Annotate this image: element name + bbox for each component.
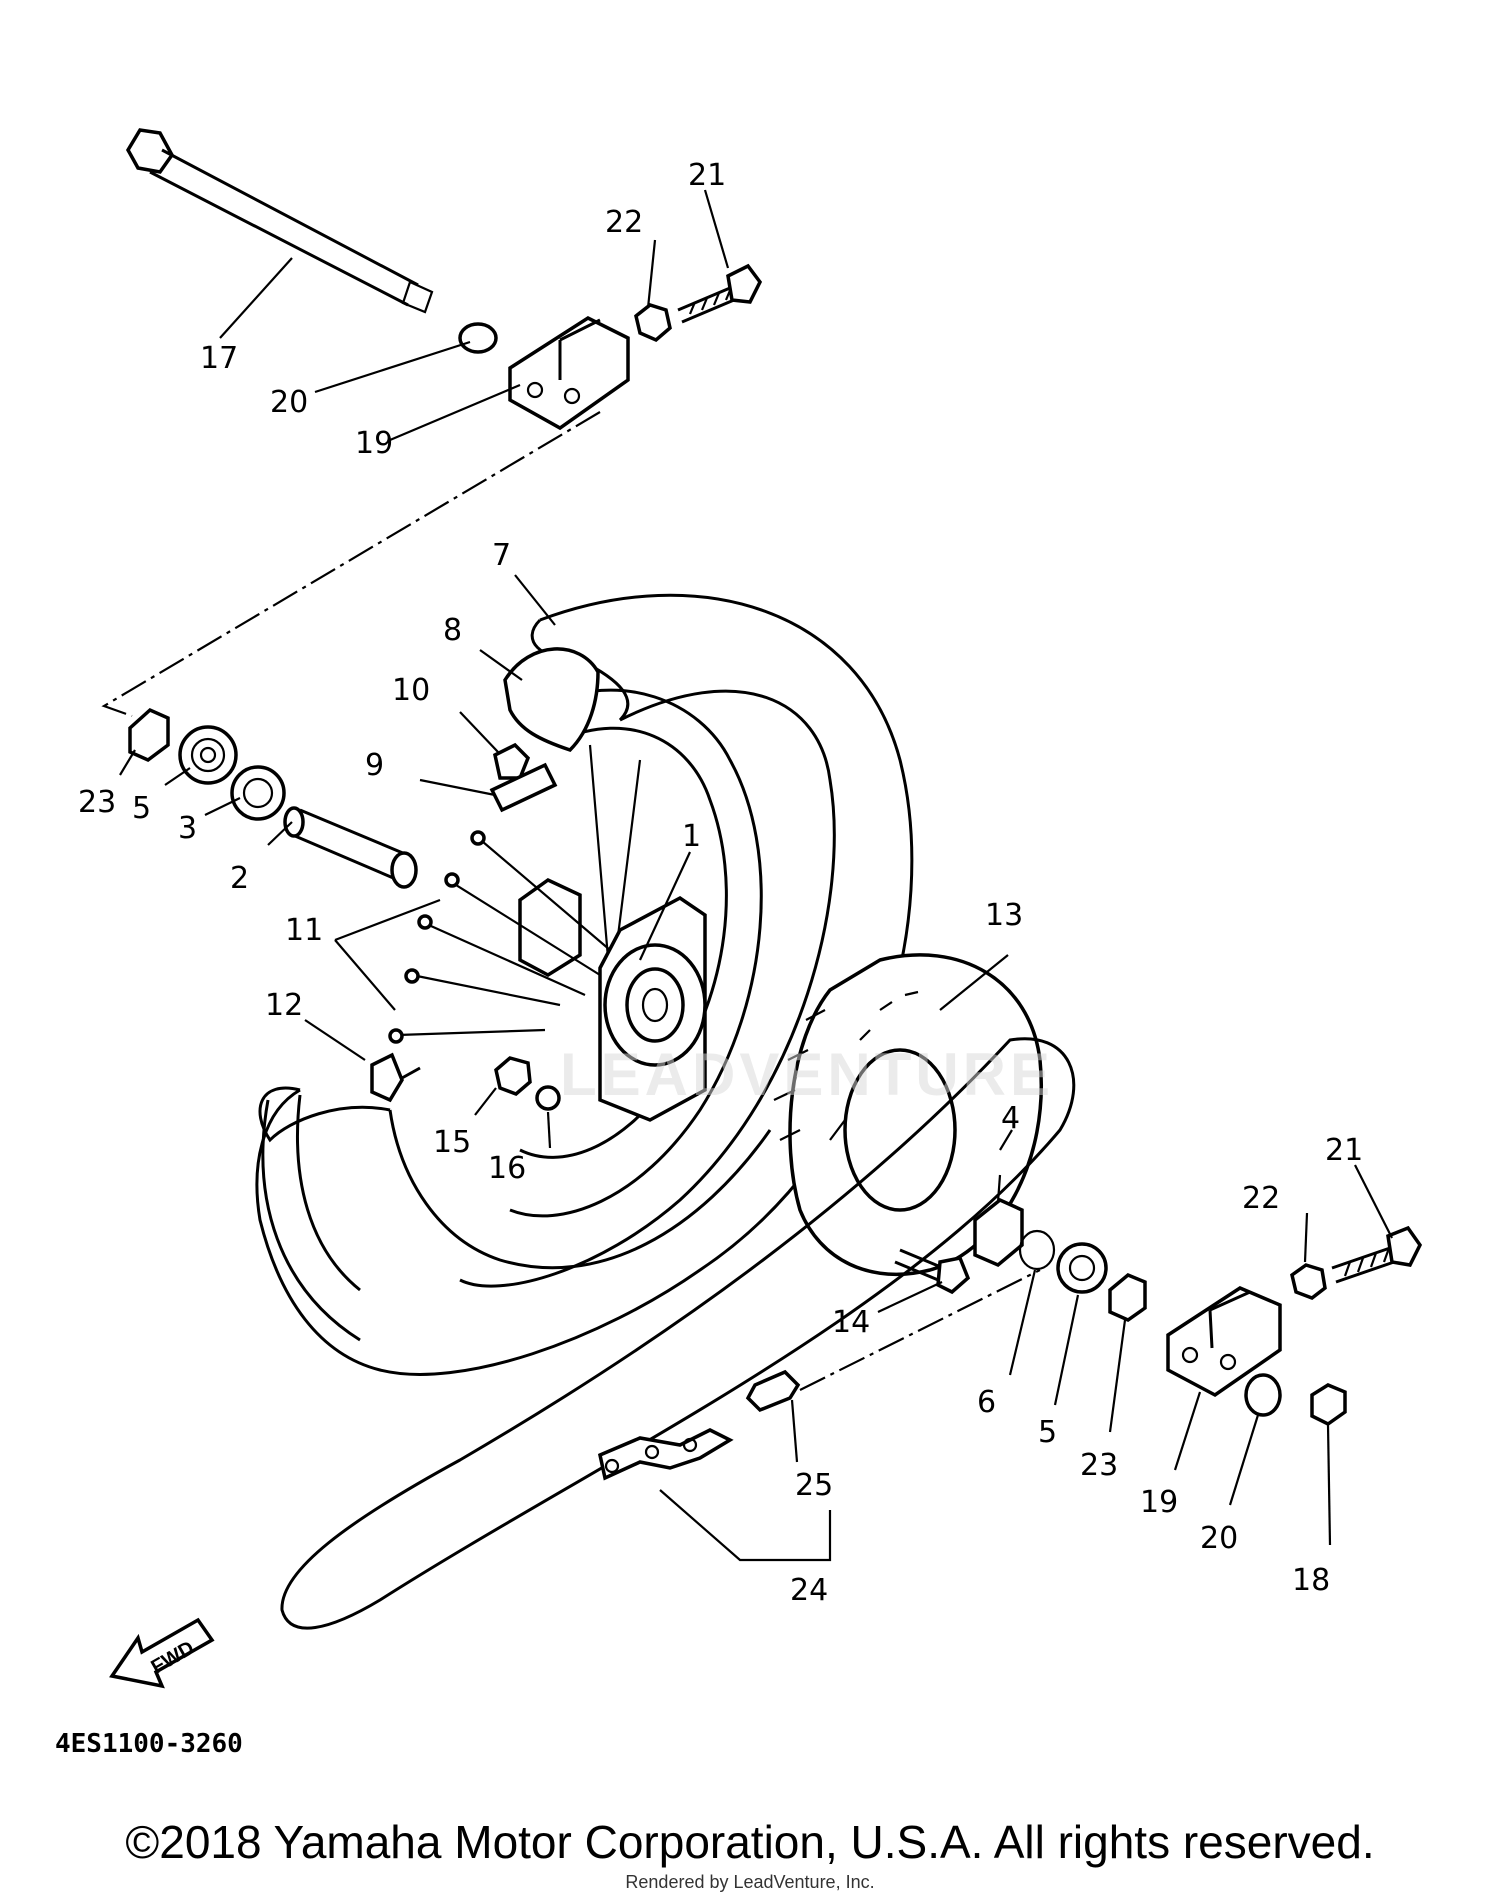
watermark-logo: LEADVENTURE	[560, 1041, 1055, 1108]
bearing-part-5-right	[1056, 1242, 1108, 1294]
chain-adjuster-part-19-top	[508, 315, 630, 431]
bolt-part-21-top	[677, 263, 763, 324]
label-19-right: 19	[1140, 1485, 1178, 1520]
label-5-left: 5	[132, 791, 151, 826]
nut-part-22-top	[634, 303, 672, 343]
washer-part-20-top	[458, 322, 498, 354]
diagram-code: 4ES1100-3260	[55, 1729, 243, 1759]
rim-band-part-8	[503, 647, 600, 753]
tube-part-12	[261, 1052, 421, 1342]
collar-part-23-right	[1108, 1272, 1147, 1323]
label-25: 25	[795, 1468, 833, 1503]
label-9: 9	[365, 748, 384, 783]
label-21-right: 21	[1325, 1133, 1363, 1168]
label-20-right: 20	[1200, 1521, 1238, 1556]
rim-lock-part-9	[489, 762, 558, 813]
label-19-top: 19	[355, 426, 393, 461]
nut-part-18	[1310, 1383, 1347, 1427]
rim-part-1	[509, 688, 763, 1218]
bearing-part-5-left	[178, 725, 238, 785]
label-4: 4	[1001, 1101, 1020, 1136]
label-20-top: 20	[270, 385, 308, 420]
circlip-part-6	[1018, 1229, 1056, 1271]
part-labels: 1 2 3 4 5 5 6 7 8 9 10 11 12 13 14 15 16…	[55, 158, 1363, 1759]
spacer-part-2	[283, 806, 418, 889]
valve-nut-part-10	[493, 742, 531, 780]
label-22-top: 22	[605, 205, 643, 240]
nut-part-22-right	[1290, 1263, 1327, 1300]
collar-part-4	[973, 1197, 1024, 1268]
bolt-part-14	[894, 1248, 971, 1295]
label-15: 15	[433, 1125, 471, 1160]
label-1: 1	[682, 819, 701, 854]
label-17: 17	[200, 341, 238, 376]
label-14: 14	[832, 1305, 870, 1340]
nut-part-15	[494, 1056, 532, 1097]
washer-part-20-right	[1244, 1373, 1282, 1417]
forward-arrow-icon: FWD	[109, 1617, 215, 1689]
washer-part-16	[535, 1085, 561, 1111]
label-5-right: 5	[1038, 1415, 1057, 1450]
axle-part-17	[125, 128, 434, 314]
leader-lines	[119, 189, 1393, 1562]
chain-adjuster-part-19-right	[1166, 1286, 1282, 1398]
collar-part-23-left	[128, 707, 170, 763]
label-24: 24	[790, 1573, 828, 1608]
label-3: 3	[178, 811, 197, 846]
master-link-part-25	[745, 1369, 801, 1413]
rendered-by-text: Rendered by LeadVenture, Inc.	[625, 1872, 875, 1892]
label-8: 8	[443, 613, 462, 648]
label-10: 10	[392, 673, 430, 708]
bolts-part-11	[388, 830, 611, 1044]
bearing-part-3	[230, 765, 286, 821]
bolt-part-21-right	[1331, 1225, 1423, 1284]
label-11: 11	[285, 913, 323, 948]
assembly-line-upper	[101, 411, 601, 718]
label-7: 7	[492, 538, 511, 573]
label-22-right: 22	[1242, 1181, 1280, 1216]
label-21-top: 21	[688, 158, 726, 193]
label-12: 12	[265, 988, 303, 1023]
label-16: 16	[488, 1151, 526, 1186]
label-13: 13	[985, 898, 1023, 933]
label-18: 18	[1292, 1563, 1330, 1598]
assembly-line-lower	[799, 1269, 1041, 1391]
label-6: 6	[977, 1385, 996, 1420]
copyright-text: ©2018 Yamaha Motor Corporation, U.S.A. A…	[125, 1816, 1375, 1868]
sprocket-part-13	[773, 953, 1043, 1277]
label-2: 2	[230, 861, 249, 896]
label-23-left: 23	[78, 785, 116, 820]
chain-part-24	[280, 1037, 1076, 1630]
tire-part-7	[255, 593, 914, 1376]
label-23-right: 23	[1080, 1448, 1118, 1483]
